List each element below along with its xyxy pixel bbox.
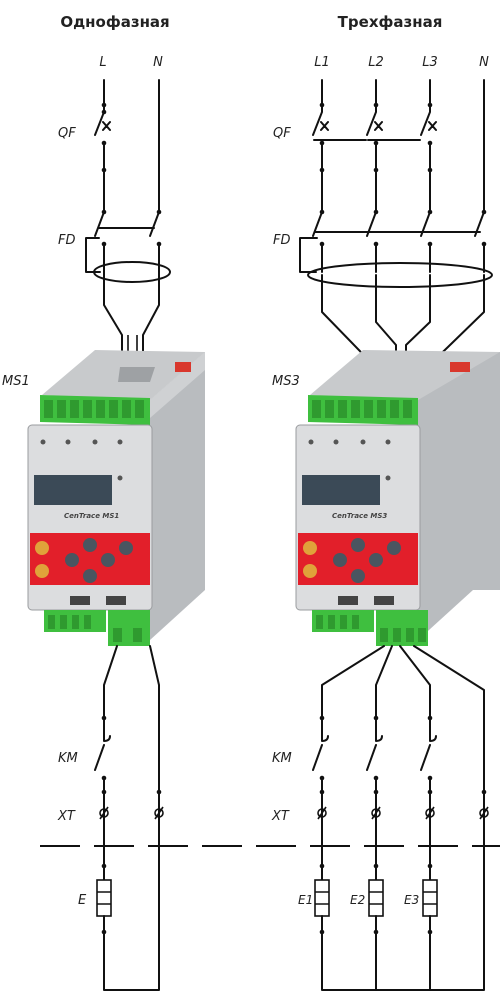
label-xt3: XT bbox=[271, 809, 290, 824]
device-ms3: CenTrace MS3 MS3 bbox=[272, 350, 500, 646]
single-phase-bottom-wiring: KM XT E bbox=[57, 645, 164, 991]
label-l1: L1 bbox=[314, 55, 330, 70]
label-e2: E2 bbox=[350, 893, 365, 907]
label-l2: L2 bbox=[368, 55, 384, 70]
label-e1: E1 bbox=[298, 893, 313, 907]
three-phase-bottom-wiring: KM XT E1 E2 E3 bbox=[271, 645, 489, 991]
device-ms1: CenTrace MS1 MS1 bbox=[2, 350, 205, 646]
label-n: N bbox=[153, 55, 163, 70]
label-ms3: MS3 bbox=[272, 374, 300, 389]
label-qf: QF bbox=[58, 126, 76, 141]
title-three-phase: Трехфазная bbox=[338, 13, 443, 31]
label-l: L bbox=[99, 55, 106, 70]
label-fd: FD bbox=[58, 233, 76, 248]
label-km3: KM bbox=[272, 751, 292, 766]
label-e: E bbox=[78, 893, 87, 908]
brand-ms3: CenTrace MS3 bbox=[332, 512, 387, 520]
label-qf3: QF bbox=[273, 126, 291, 141]
label-ms1: MS1 bbox=[2, 374, 30, 389]
label-l3: L3 bbox=[422, 55, 438, 70]
label-e3: E3 bbox=[404, 893, 419, 907]
label-n3: N bbox=[479, 55, 489, 70]
label-xt: XT bbox=[57, 809, 76, 824]
brand-ms1: CenTrace MS1 bbox=[64, 512, 119, 520]
single-phase-top-wiring: L N QF FD bbox=[58, 55, 171, 406]
label-km: KM bbox=[58, 751, 78, 766]
label-fd3: FD bbox=[273, 233, 291, 248]
title-single-phase: Однофазная bbox=[60, 13, 169, 31]
